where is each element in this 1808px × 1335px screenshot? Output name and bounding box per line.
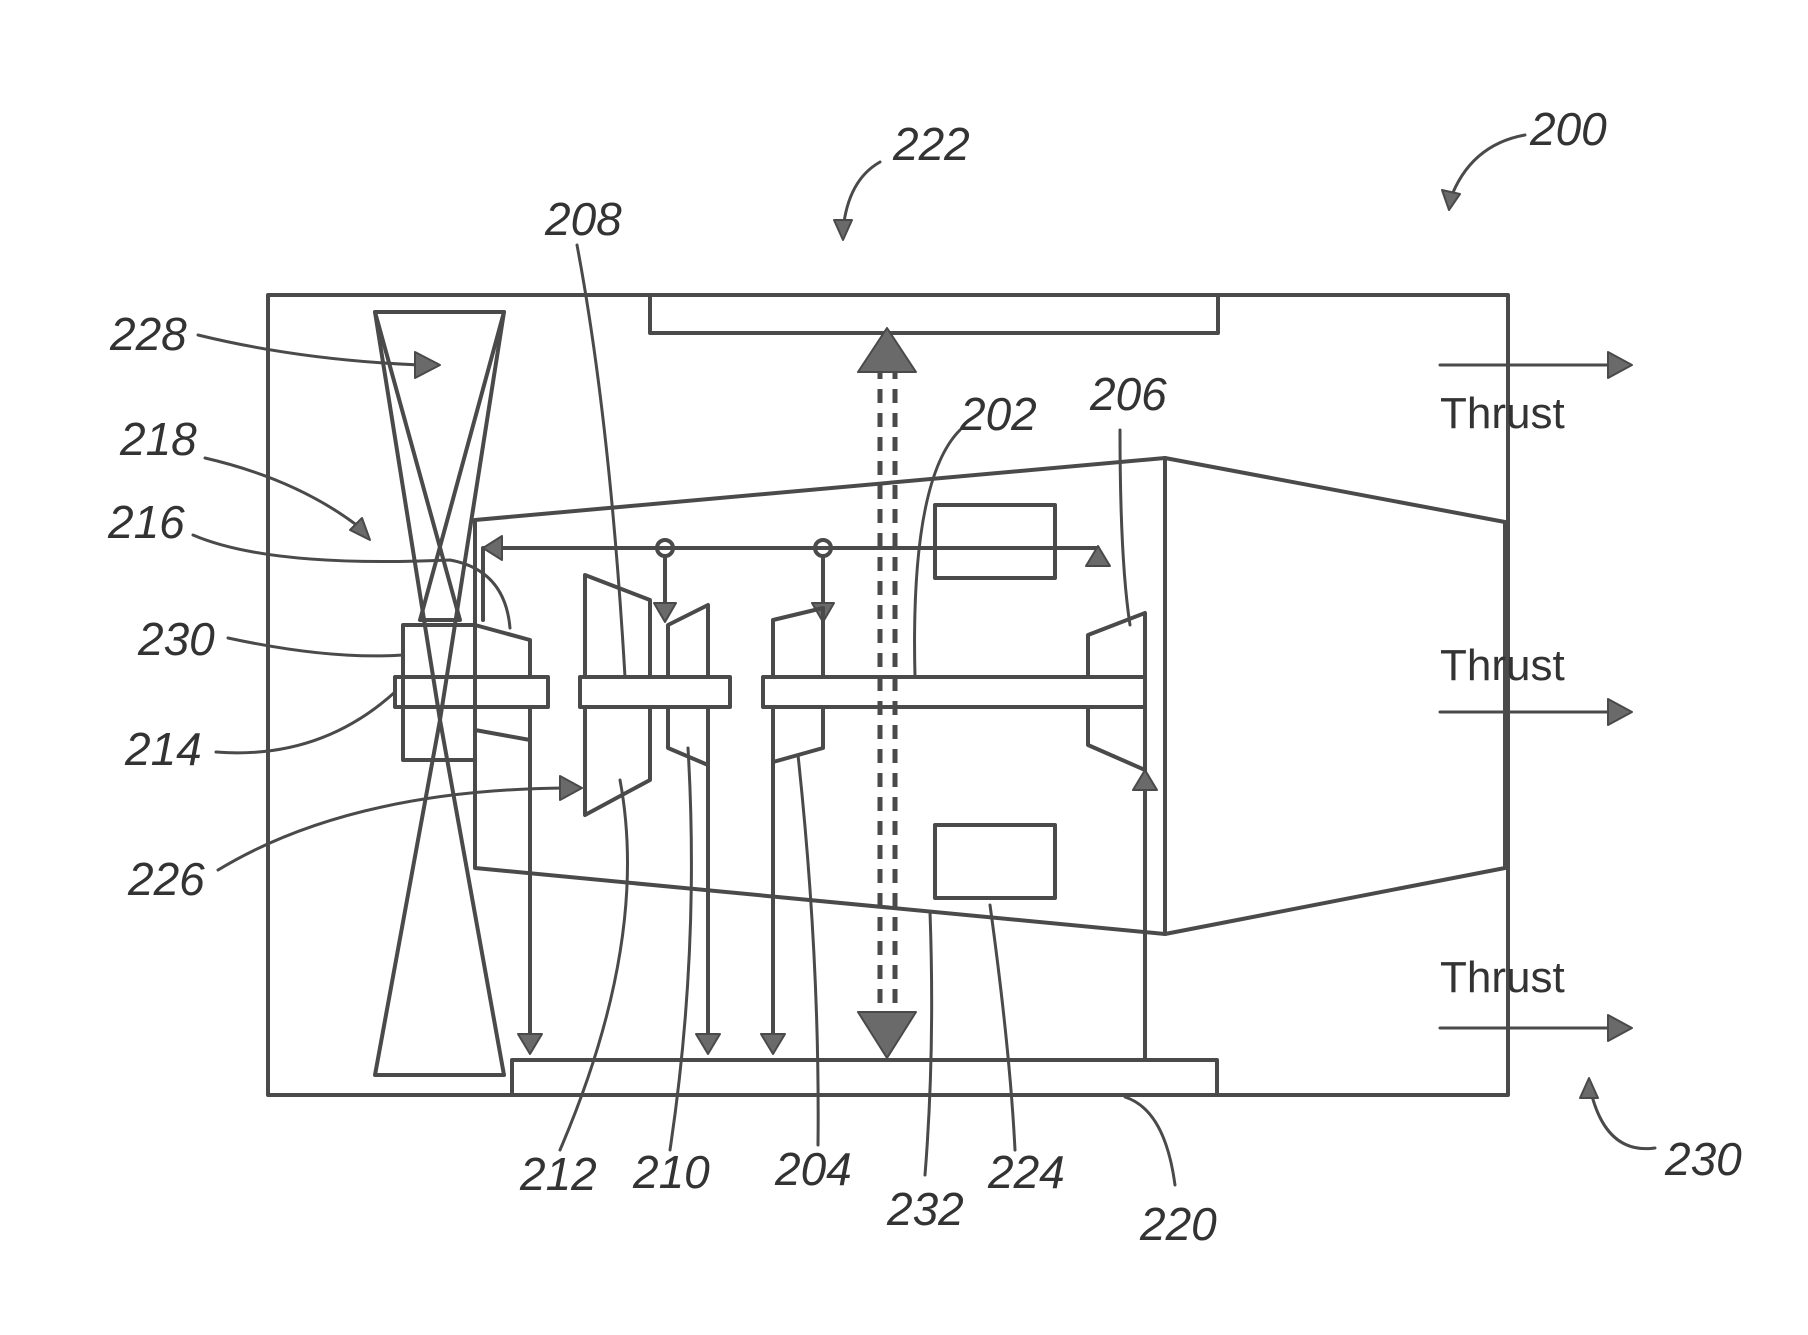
- ref-216: 216: [107, 496, 185, 548]
- leader-202: [915, 430, 960, 677]
- compressor-216-lower: [475, 707, 530, 740]
- spool-shaft-208: [580, 677, 730, 707]
- leader-222-head: [834, 220, 852, 240]
- thrust-arrow-top-head: [1608, 352, 1632, 378]
- outer-housing: [268, 295, 1508, 1095]
- thrust-arrow-bottom-head: [1608, 1015, 1632, 1041]
- bottom-component-220: [512, 1060, 1217, 1095]
- ref-210: 210: [632, 1146, 710, 1198]
- leader-232: [925, 912, 932, 1175]
- inlet-arrow-226-head: [560, 776, 582, 800]
- ref-206: 206: [1089, 368, 1167, 420]
- top-component-222: [650, 295, 1218, 333]
- leader-206: [1120, 430, 1130, 625]
- flow-arrow-a: [518, 1034, 542, 1054]
- flow-arrow-c: [761, 1034, 785, 1054]
- compressor-212: [585, 575, 650, 677]
- heat-exchanger-upper: [935, 505, 1055, 578]
- leader-230b-head: [1580, 1078, 1598, 1098]
- fan-shaft-214: [395, 677, 548, 707]
- ref-220: 220: [1139, 1198, 1217, 1250]
- thrust-label-top: Thrust: [1440, 389, 1565, 438]
- ref-208: 208: [544, 193, 622, 245]
- heat-exchanger-224: [935, 825, 1055, 898]
- core-shaft-202: [763, 677, 1145, 707]
- ref-212: 212: [519, 1148, 597, 1200]
- leader-210: [670, 748, 691, 1150]
- leader-200: [1450, 135, 1525, 200]
- turbine-210: [668, 605, 708, 677]
- leader-200-head: [1442, 190, 1460, 210]
- compressor-204: [773, 608, 823, 677]
- bleed-arrow-left: [483, 536, 502, 560]
- leader-220: [1125, 1097, 1175, 1185]
- ref-218: 218: [119, 413, 197, 465]
- leader-230b: [1590, 1088, 1655, 1149]
- inlet-arrow-226: [218, 788, 565, 870]
- ref-204: 204: [774, 1143, 852, 1195]
- ref-228: 228: [109, 308, 187, 360]
- thrust-label-middle: Thrust: [1440, 641, 1565, 690]
- ref-224: 224: [987, 1146, 1065, 1198]
- turbine-206-arrow: [1133, 770, 1157, 790]
- turbine-206: [1088, 613, 1145, 677]
- leader-218: [205, 458, 363, 530]
- gearbox-230: [403, 625, 475, 760]
- leader-230a: [228, 638, 403, 656]
- engine-core-nacelle: [475, 458, 1505, 934]
- bleed-loop-line: [483, 548, 1098, 620]
- compressor-212-lower: [585, 707, 650, 815]
- ref-232: 232: [886, 1183, 964, 1235]
- ref-202: 202: [959, 388, 1037, 440]
- compressor-216: [475, 625, 530, 677]
- ref-230-exhaust: 230: [1664, 1133, 1742, 1185]
- thrust-label-bottom: Thrust: [1440, 953, 1565, 1002]
- ref-226: 226: [127, 853, 205, 905]
- thrust-arrow-middle-head: [1608, 699, 1632, 725]
- turbine-206-lower: [1088, 707, 1145, 770]
- leader-224: [990, 905, 1015, 1150]
- valve-left-arrow: [654, 603, 676, 622]
- ref-230-gearbox: 230: [137, 613, 215, 665]
- ref-214: 214: [124, 723, 202, 775]
- ref-200: 200: [1529, 103, 1607, 155]
- leader-204: [798, 755, 818, 1145]
- flow-arrow-b: [696, 1034, 720, 1054]
- leader-214: [216, 692, 395, 753]
- dashed-arrow-down: [858, 1012, 916, 1058]
- ref-222: 222: [892, 118, 970, 170]
- arrow-228-head: [415, 352, 440, 378]
